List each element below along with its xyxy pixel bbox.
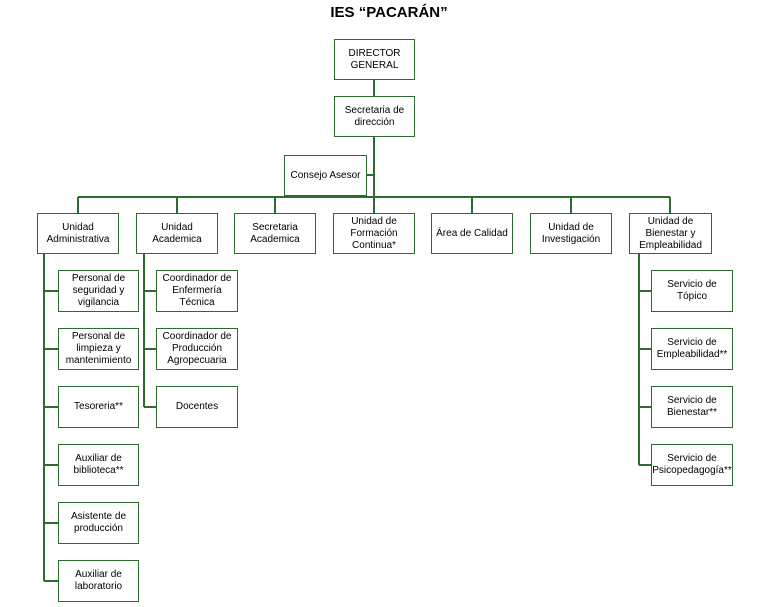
node-consejo-asesor: Consejo Asesor xyxy=(284,155,367,196)
node-auxiliar-biblioteca: Auxiliar de biblioteca** xyxy=(58,444,139,486)
node-servicio-topico: Servicio de Tópico xyxy=(651,270,733,312)
node-unidad-administrativa: Unidad Administrativa xyxy=(37,213,119,254)
node-servicio-psicopedagogia: Servicio de Psicopedagogía** xyxy=(651,444,733,486)
node-director-general: DIRECTOR GENERAL xyxy=(334,39,415,80)
node-area-calidad: Área de Calidad xyxy=(431,213,513,254)
node-asistente-produccion: Asistente de producción xyxy=(58,502,139,544)
node-unidad-academica: Unidad Academica xyxy=(136,213,218,254)
node-tesoreria: Tesoreria** xyxy=(58,386,139,428)
node-secretaria-direccion: Secretaria de dirección xyxy=(334,96,415,137)
node-coord-produccion: Coordinador de Producción Agropecuaria xyxy=(156,328,238,370)
node-servicio-empleabilidad: Servicio de Empleabilidad** xyxy=(651,328,733,370)
node-coord-enfermeria: Coordinador de Enfermería Técnica xyxy=(156,270,238,312)
node-docentes: Docentes xyxy=(156,386,238,428)
node-unidad-investigacion: Unidad de Investigación xyxy=(530,213,612,254)
node-servicio-bienestar: Servicio de Bienestar** xyxy=(651,386,733,428)
chart-title: IES “PACARÁN” xyxy=(330,4,448,21)
node-personal-seguridad: Personal de seguridad y vigilancia xyxy=(58,270,139,312)
node-auxiliar-laboratorio: Auxiliar de laboratorio xyxy=(58,560,139,602)
node-secretaria-academica: Secretaria Academica xyxy=(234,213,316,254)
node-formacion-continua: Unidad de Formación Continua* xyxy=(333,213,415,254)
node-bienestar-empleabilidad: Unidad de Bienestar y Empleabilidad xyxy=(629,213,712,254)
node-personal-limpieza: Personal de limpieza y mantenimiento xyxy=(58,328,139,370)
